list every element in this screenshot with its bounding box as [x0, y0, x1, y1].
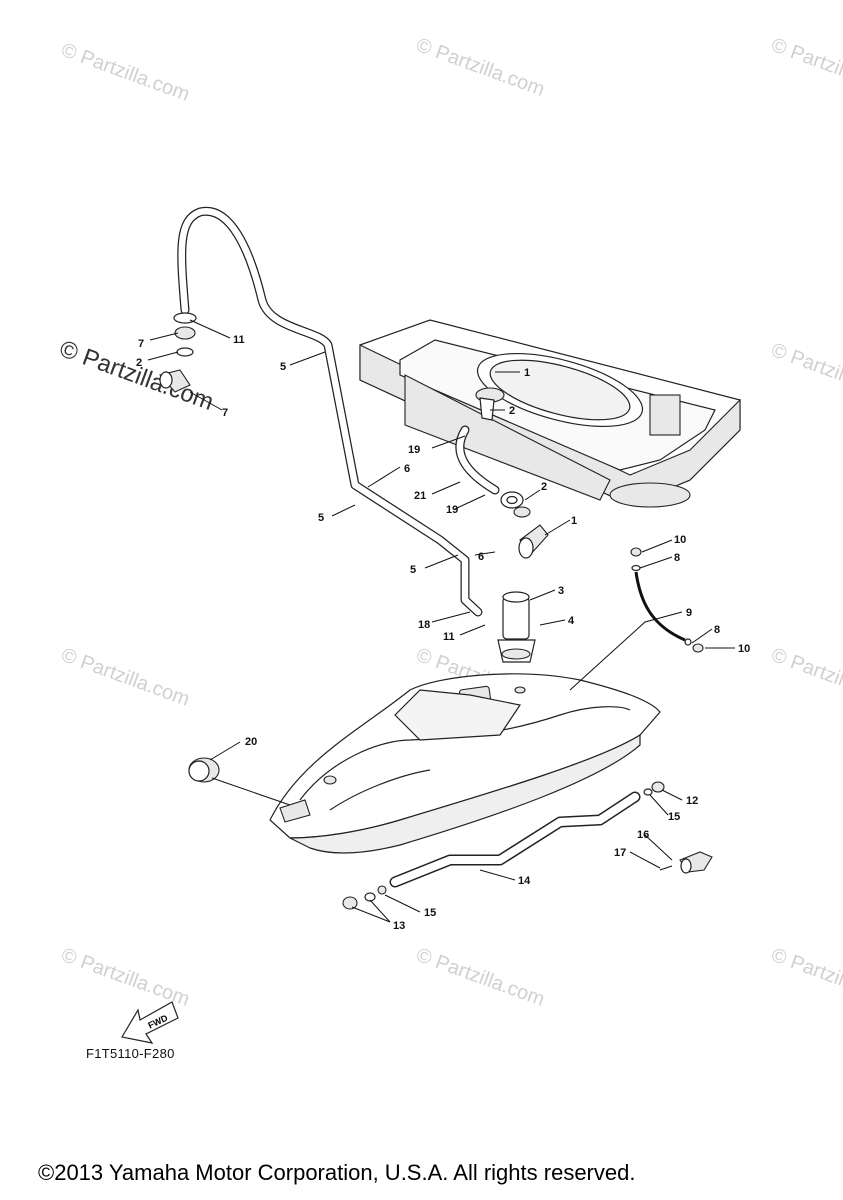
callout-label: 5	[410, 564, 416, 576]
callout-label: 1	[571, 515, 577, 527]
watermark-text: © Partzilla.com	[413, 944, 547, 1011]
callout-label: 17	[614, 847, 626, 859]
hose-9	[630, 547, 704, 653]
watermark-text: © Partzilla.com	[768, 644, 843, 711]
callout-label: 7	[222, 407, 228, 419]
callout-label: 4	[568, 615, 575, 627]
callout-label: 14	[518, 875, 531, 887]
fittings-bottom	[342, 781, 713, 910]
callout-label: 20	[245, 736, 257, 748]
callout-label: 9	[686, 607, 692, 619]
watermark-text: © Partzilla.com	[58, 39, 192, 106]
callout-label: 11	[443, 631, 455, 643]
callout-label: 19	[408, 444, 420, 456]
callout-numbers: 11 7 2 7 5 1 2 19 6 21 19 5 2 1 6 5 3 4 …	[136, 334, 750, 932]
drain-hose-5	[177, 206, 483, 617]
callout-label: 21	[414, 490, 426, 502]
exploded-parts-diagram: © Partzilla.com © Partzilla.com © Partzi…	[56, 34, 843, 1044]
diagram-code: F1T5110-F280	[86, 1046, 175, 1061]
callout-label: 5	[280, 361, 286, 373]
fitting-group-right	[500, 491, 549, 559]
storage-tray	[359, 319, 741, 508]
callout-label: 2	[509, 405, 515, 417]
callout-label: 12	[686, 795, 698, 807]
callout-label: 6	[478, 551, 484, 563]
callout-label: 15	[668, 811, 680, 823]
callout-label: 2	[136, 357, 142, 369]
pipe-14	[389, 791, 641, 888]
callout-label: 10	[674, 534, 686, 546]
callout-label: 7	[138, 338, 144, 350]
callout-label: 11	[233, 334, 245, 346]
watermark-text: © Partzilla.com	[768, 34, 843, 101]
leader-lines	[147, 319, 735, 923]
callout-label: 2	[541, 481, 547, 493]
watermark-text: © Partzilla.com	[413, 34, 547, 101]
callout-label: 13	[393, 920, 405, 932]
callout-label: 5	[318, 512, 324, 524]
copyright-notice: ©2013 Yamaha Motor Corporation, U.S.A. A…	[38, 1160, 636, 1185]
callout-label: 10	[738, 643, 750, 655]
callout-label: 15	[424, 907, 436, 919]
callout-label: 18	[418, 619, 430, 631]
watermark-text: © Partzilla.com	[56, 335, 217, 416]
watermark-text: © Partzilla.com	[768, 944, 843, 1011]
callout-label: 6	[404, 463, 410, 475]
drain-plug-20	[188, 757, 220, 783]
callout-label: 16	[637, 829, 649, 841]
callout-label: 8	[714, 624, 720, 636]
callout-label: 3	[558, 585, 564, 597]
fitting-group-left	[158, 312, 197, 393]
watermark-text: © Partzilla.com	[768, 339, 843, 406]
boat-hull	[269, 673, 661, 854]
forward-arrow-icon: FWD	[121, 1001, 179, 1044]
bilge-pump-3	[497, 591, 536, 663]
callout-label: 1	[524, 367, 530, 379]
callout-label: 19	[446, 504, 458, 516]
callout-label: 8	[674, 552, 680, 564]
watermark-text: © Partzilla.com	[58, 644, 192, 711]
watermark-text: © Partzilla.com	[58, 944, 192, 1011]
